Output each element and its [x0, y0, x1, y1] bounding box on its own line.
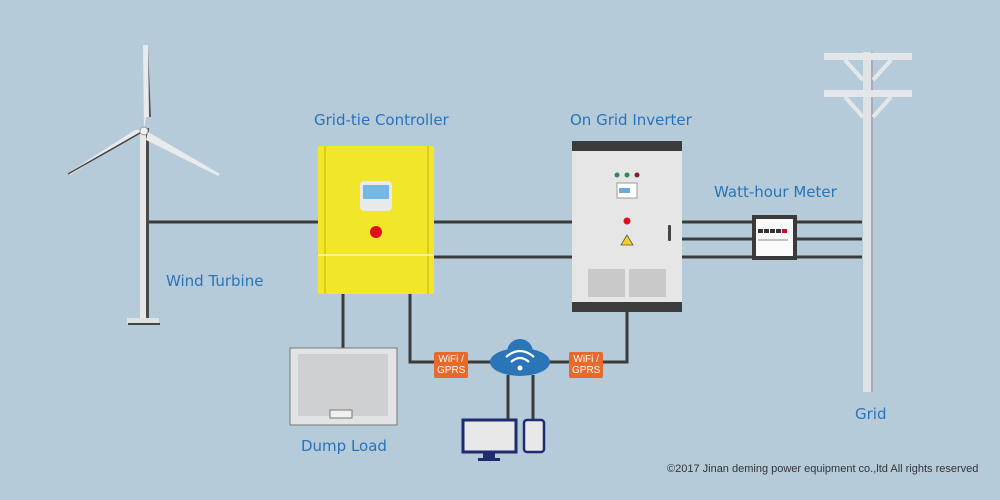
label-inverter: On Grid Inverter [570, 111, 692, 129]
cloud-wifi-icon [490, 339, 550, 376]
on-grid-inverter [572, 141, 682, 312]
door-handle-icon [668, 225, 671, 241]
label-dump-load: Dump Load [301, 437, 387, 455]
controller-red-button-icon [370, 226, 382, 238]
copyright-notice: ©2017 Jinan deming power equipment co.,l… [667, 463, 979, 475]
wire-controller-cloud [408, 294, 500, 364]
status-led-red [634, 172, 640, 178]
phone-icon [522, 418, 546, 454]
wind-turbine-icon [67, 45, 220, 325]
inverter-red-button-icon [623, 217, 631, 225]
label-controller: Grid-tie Controller [314, 111, 449, 129]
dump-load [289, 347, 398, 426]
status-led-green-1 [614, 172, 620, 178]
inverter-vents [588, 269, 666, 297]
utility-pole-icon [824, 52, 912, 392]
wifi-gprs-badge-left: WiFi / GPRS [434, 352, 469, 378]
monitor-icon [461, 418, 518, 461]
wifi-gprs-badge-right: WiFi / GPRS [569, 352, 604, 378]
label-wind-turbine: Wind Turbine [166, 272, 264, 290]
label-meter: Watt-hour Meter [714, 183, 837, 201]
status-led-green-2 [624, 172, 630, 178]
label-grid: Grid [855, 405, 887, 423]
grid-tie-controller [318, 146, 434, 294]
watt-hour-meter [752, 215, 797, 260]
warning-icon [620, 234, 634, 246]
